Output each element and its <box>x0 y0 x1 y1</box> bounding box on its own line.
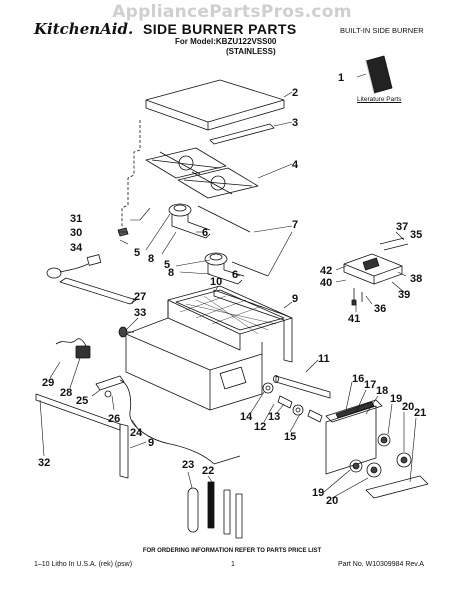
callout-40: 40 <box>320 277 332 289</box>
callout-2: 2 <box>292 87 298 99</box>
literature-booklet <box>365 55 393 94</box>
callout-8-upper: 8 <box>148 253 154 265</box>
callout-33: 33 <box>134 307 146 319</box>
callout-20-upper: 20 <box>402 401 414 413</box>
callout-21: 21 <box>414 407 426 419</box>
callout-32: 32 <box>38 457 50 469</box>
ordering-info: FOR ORDERING INFORMATION REFER TO PARTS … <box>142 548 322 554</box>
cover-lid <box>145 79 285 131</box>
page-title: SIDE BURNER PARTS <box>143 21 297 37</box>
transformer <box>75 345 91 359</box>
callout-labels: 1 2 3 4 31 30 34 7 5 6 8 5 8 6 37 35 42 … <box>38 72 426 507</box>
watermark: AppliancePartsPros.com <box>112 2 352 22</box>
callout-6-upper: 6 <box>202 227 208 239</box>
callout-34: 34 <box>70 242 83 254</box>
callout-9-lower: 9 <box>148 437 154 449</box>
brand-logo: KitchenAid. <box>34 20 134 38</box>
callout-18: 18 <box>376 385 388 397</box>
burner-upper <box>168 203 211 239</box>
callout-22: 22 <box>202 465 214 477</box>
callout-29: 29 <box>42 377 54 389</box>
callout-35: 35 <box>410 229 422 241</box>
callout-13: 13 <box>268 411 280 423</box>
callout-10: 10 <box>210 276 222 288</box>
callout-28: 28 <box>60 387 72 399</box>
front-trim <box>365 475 429 499</box>
callout-15: 15 <box>284 431 296 443</box>
side-trim-vertical <box>119 423 129 479</box>
callout-19-lower: 19 <box>312 487 324 499</box>
burner-housing-box <box>125 285 293 411</box>
callout-39: 39 <box>398 289 410 301</box>
side-trim-upper <box>213 289 293 363</box>
callout-14: 14 <box>240 411 253 423</box>
callout-24: 24 <box>130 427 143 439</box>
callout-9-upper: 9 <box>292 293 298 305</box>
page-subtitle: BUILT-IN SIDE BURNER <box>340 26 424 35</box>
callout-5-lower: 5 <box>164 259 170 271</box>
rear-bracket <box>59 277 137 305</box>
callout-38: 38 <box>410 273 422 285</box>
spacer-strips <box>187 481 243 539</box>
callout-36: 36 <box>374 303 386 315</box>
model-label: For Model:KBZU122VSS00 <box>175 37 277 46</box>
callout-26: 26 <box>108 413 120 425</box>
callout-30: 30 <box>70 227 82 239</box>
callout-20-lower: 20 <box>326 495 338 507</box>
variant-label: (STAINLESS) <box>226 47 276 56</box>
burner-knobs <box>349 433 412 478</box>
gas-line-guide <box>121 120 141 228</box>
callout-5-upper: 5 <box>134 247 140 259</box>
igniter-rod-upper <box>197 205 251 233</box>
callout-7: 7 <box>292 219 298 231</box>
callout-1: 1 <box>338 72 344 84</box>
ground-wire <box>213 455 241 465</box>
footer-litho: 1–10 Litho In U.S.A. (rek) (psw) <box>34 561 133 568</box>
callout-23: 23 <box>182 459 194 471</box>
spark-module <box>343 237 409 306</box>
callout-27: 27 <box>134 291 146 303</box>
callout-6-lower: 6 <box>232 269 238 281</box>
gas-valves <box>262 382 323 423</box>
footer-page-number: 1 <box>231 561 235 568</box>
callout-19-upper: 19 <box>390 393 402 405</box>
burner-grates <box>145 147 259 199</box>
callout-11: 11 <box>318 353 330 365</box>
literature-parts-label: Literature Parts <box>357 96 402 103</box>
burner-lower <box>204 252 245 285</box>
callout-37: 37 <box>396 221 408 233</box>
callout-31: 31 <box>70 213 82 225</box>
callout-41: 41 <box>348 313 360 325</box>
valve-orifice <box>95 375 215 465</box>
callout-16: 16 <box>352 373 364 385</box>
wire-harness <box>55 338 87 347</box>
regulator-hose <box>46 254 102 279</box>
callout-25: 25 <box>76 395 88 407</box>
footer-part-number: Part No. W10309984 Rev.A <box>338 561 424 568</box>
callout-4: 4 <box>292 159 299 171</box>
gas-valve-fitting <box>118 326 134 338</box>
manifold-pipe <box>273 375 331 399</box>
callout-42: 42 <box>320 265 332 277</box>
callout-12: 12 <box>254 421 266 433</box>
callout-3: 3 <box>292 117 298 129</box>
igniter-rod-lower <box>231 261 269 277</box>
lid-handle <box>209 123 275 145</box>
callout-17: 17 <box>364 379 376 391</box>
callout-8-lower: 8 <box>168 267 174 279</box>
